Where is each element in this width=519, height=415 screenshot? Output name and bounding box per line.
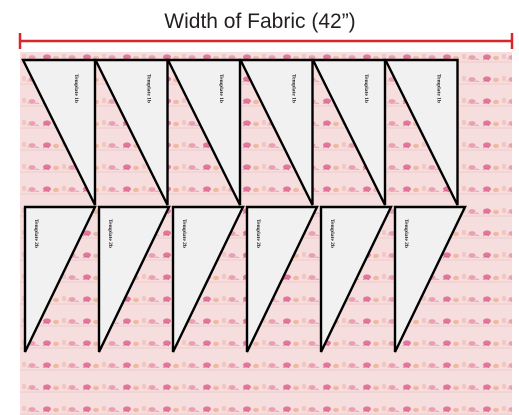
width-measure-line <box>20 33 512 49</box>
template-label: Template 1b <box>146 74 152 103</box>
page-title: Width of Fabric (42”) <box>164 10 355 33</box>
template-label: Template 1b <box>218 74 224 103</box>
template-label: Template 1b <box>363 74 369 103</box>
template-label: Template 2b <box>107 219 113 248</box>
template-label: Template 1b <box>291 74 297 103</box>
template-label: Template 2b <box>255 219 261 248</box>
template-label: Template 1b <box>73 74 79 103</box>
template-label: Template 2b <box>403 219 409 248</box>
template-label: Template 2b <box>33 219 39 248</box>
template-label: Template 1b <box>436 74 442 103</box>
template-label: Template 2b <box>181 219 187 248</box>
template-label: Template 2b <box>329 219 335 248</box>
